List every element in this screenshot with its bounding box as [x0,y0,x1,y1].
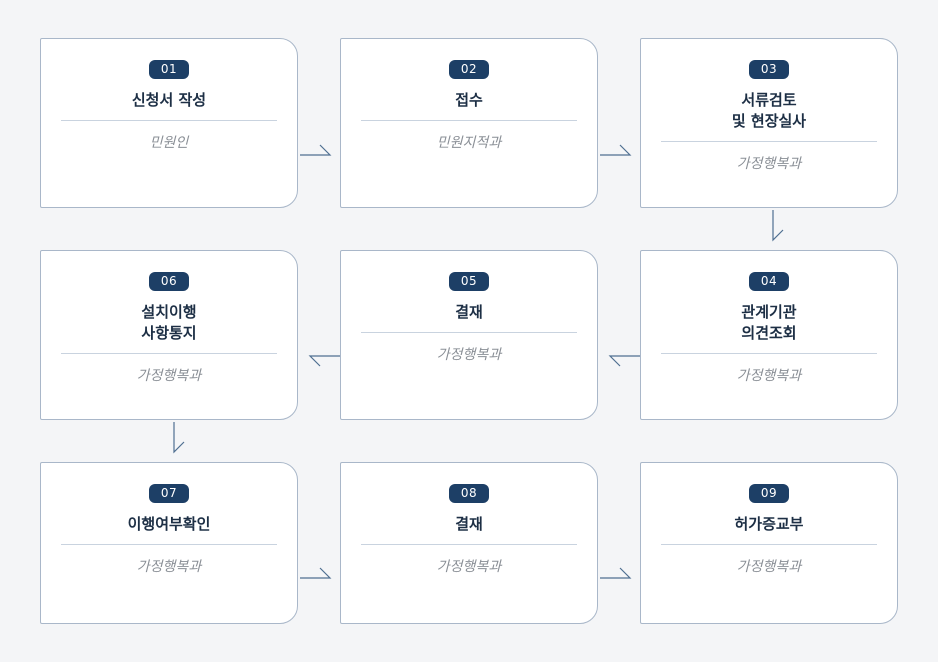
step-title: 서류검토 및 현장실사 [731,91,807,130]
step-card-07: 07 이행여부확인 가정행복과 [40,462,298,624]
step-card-06: 06 설치이행 사항통지 가정행복과 [40,250,298,420]
step-number-badge: 03 [749,60,789,79]
step-card-02: 02 접수 민원지적과 [340,38,598,208]
connector-arrow-01-02 [300,144,332,156]
step-department: 가정행복과 [436,347,502,363]
step-department: 가정행복과 [736,368,802,384]
step-department: 민원인 [149,135,189,151]
step-department: 가정행복과 [736,156,802,172]
step-number-badge: 06 [149,272,189,291]
step-title: 신청서 작성 [131,91,207,109]
step-title: 설치이행 사항통지 [141,303,197,342]
step-department: 가정행복과 [436,559,502,575]
step-title: 접수 [455,91,483,109]
step-number-badge: 02 [449,60,489,79]
step-title: 결재 [455,515,483,533]
step-divider [361,332,577,333]
connector-arrow-08-09 [600,567,632,579]
connector-arrow-02-03 [600,144,632,156]
step-number-badge: 07 [149,484,189,503]
step-divider [661,353,877,354]
step-number-badge: 01 [149,60,189,79]
step-divider [661,141,877,142]
step-card-08: 08 결재 가정행복과 [340,462,598,624]
connector-arrow-04-05 [608,355,640,367]
step-number-badge: 04 [749,272,789,291]
step-number-badge: 08 [449,484,489,503]
step-department: 가정행복과 [736,559,802,575]
step-divider [61,120,277,121]
step-card-09: 09 허가증교부 가정행복과 [640,462,898,624]
step-title: 결재 [455,303,483,321]
step-title: 허가증교부 [734,515,804,533]
connector-arrow-05-06 [308,355,340,367]
step-divider [61,544,277,545]
step-card-03: 03 서류검토 및 현장실사 가정행복과 [640,38,898,208]
step-divider [661,544,877,545]
step-divider [61,353,277,354]
step-department: 가정행복과 [136,559,202,575]
connector-arrow-07-08 [300,567,332,579]
step-title: 이행여부확인 [127,515,211,533]
step-card-01: 01 신청서 작성 민원인 [40,38,298,208]
step-department: 가정행복과 [136,368,202,384]
step-card-05: 05 결재 가정행복과 [340,250,598,420]
connector-arrow-03-04 [772,210,784,242]
step-card-04: 04 관계기관 의견조회 가정행복과 [640,250,898,420]
step-title: 관계기관 의견조회 [741,303,797,342]
connector-arrow-06-07 [173,422,185,454]
step-department: 민원지적과 [436,135,502,151]
step-number-badge: 09 [749,484,789,503]
step-divider [361,544,577,545]
step-number-badge: 05 [449,272,489,291]
step-divider [361,120,577,121]
